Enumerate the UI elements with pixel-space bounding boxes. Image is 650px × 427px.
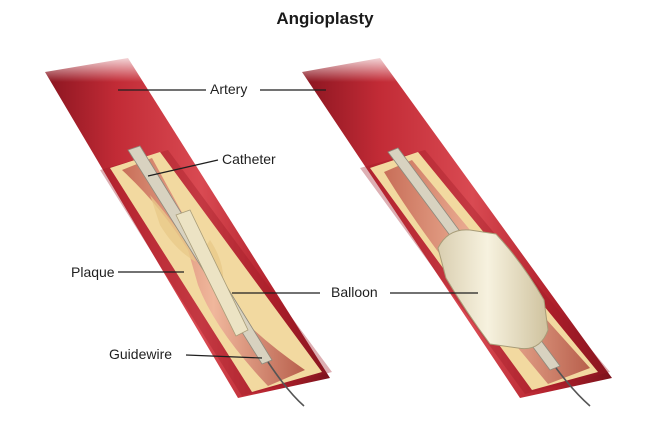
- leader-lines: [118, 89, 478, 359]
- label-guidewire: Guidewire: [109, 346, 173, 362]
- diagram-title: Angioplasty: [276, 9, 374, 28]
- label-plaque: Plaque: [71, 264, 115, 280]
- label-balloon: Balloon: [331, 284, 378, 300]
- label-artery: Artery: [210, 81, 248, 97]
- left-artery: [30, 52, 332, 407]
- right-artery: [290, 52, 612, 407]
- label-catheter: Catheter: [222, 151, 276, 167]
